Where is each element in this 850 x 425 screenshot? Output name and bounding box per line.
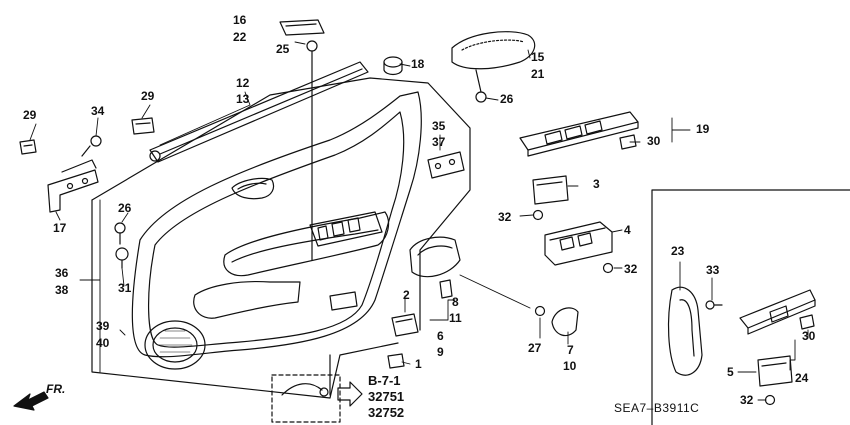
callout-5: 5 — [727, 365, 734, 379]
callout-30-top: 30 — [647, 134, 661, 148]
callout-16: 16 — [233, 13, 247, 27]
callout-6: 6 — [437, 329, 444, 343]
callout-38: 38 — [55, 283, 69, 297]
part-2 — [391, 313, 419, 337]
diagram-code: SEA7–B3911C — [614, 401, 700, 415]
screw-25 — [306, 40, 318, 261]
screw-34 — [81, 135, 102, 157]
switch-3 — [532, 175, 569, 205]
part-1 — [387, 353, 405, 369]
reference-page: B-7-1 — [368, 373, 401, 388]
callout-15: 15 — [531, 50, 545, 64]
reference-part-2: 32752 — [368, 405, 405, 420]
front-direction-label: FR. — [46, 382, 66, 396]
front-direction-arrow — [13, 391, 49, 411]
callout-22: 22 — [233, 30, 247, 44]
bracket — [47, 159, 99, 213]
screw-32-a — [532, 209, 544, 221]
callout-26-top: 26 — [500, 92, 514, 106]
callout-12: 12 — [236, 76, 250, 90]
screw-33 — [705, 300, 723, 310]
callout-17: 17 — [53, 221, 67, 235]
cap-16-22 — [279, 19, 325, 36]
screw-32-b — [602, 262, 614, 274]
reference-part-1: 32751 — [368, 389, 405, 404]
callout-24: 24 — [795, 371, 809, 385]
inset-frame — [651, 189, 850, 425]
callout-27: 27 — [528, 341, 542, 355]
callout-37: 37 — [432, 135, 446, 149]
callout-32-b: 32 — [624, 262, 638, 276]
callout-35: 35 — [432, 119, 446, 133]
switch-panel-24 — [739, 289, 816, 335]
callout-31: 31 — [118, 281, 132, 295]
door-panel-assembly-outline — [91, 77, 471, 399]
callout-40: 40 — [96, 336, 110, 350]
callout-8: 8 — [452, 295, 459, 309]
switch-panel-19 — [519, 111, 639, 157]
harness-box — [271, 354, 341, 423]
screw-32-c — [764, 394, 776, 406]
bracket-35 — [427, 151, 465, 179]
callout-18: 18 — [411, 57, 425, 71]
cap-7 — [551, 307, 579, 337]
callout-29-upper: 29 — [141, 89, 155, 103]
callout-7: 7 — [567, 343, 574, 357]
callout-13: 13 — [236, 92, 250, 106]
inner-handle — [409, 236, 461, 299]
callout-19: 19 — [696, 122, 710, 136]
handle-bezel-23 — [667, 286, 703, 376]
callout-3: 3 — [593, 177, 600, 191]
callout-30-right: 30 — [802, 329, 816, 343]
callout-21: 21 — [531, 67, 545, 81]
callout-32-c: 32 — [740, 393, 754, 407]
clip-31 — [115, 247, 129, 269]
callout-9: 9 — [437, 345, 444, 359]
callout-29-left: 29 — [23, 108, 37, 122]
screw-26-top — [475, 69, 487, 103]
callout-32-a: 32 — [498, 210, 512, 224]
callout-2: 2 — [403, 288, 410, 302]
clip-18 — [383, 56, 403, 76]
door-trim-panel — [131, 91, 422, 370]
callout-10: 10 — [563, 359, 577, 373]
callout-4: 4 — [624, 223, 631, 237]
leader-lines — [29, 41, 809, 401]
armrest-cover — [451, 31, 536, 70]
callout-36: 36 — [55, 266, 69, 280]
callout-34: 34 — [91, 104, 105, 118]
clip-26-left — [114, 222, 126, 245]
reference-arrow — [337, 381, 363, 407]
callout-26-left: 26 — [118, 201, 132, 215]
clip-30-right — [799, 314, 815, 330]
callout-25: 25 — [276, 42, 290, 56]
switch-5 — [757, 355, 793, 387]
callout-23: 23 — [671, 244, 685, 258]
callout-11: 11 — [449, 311, 462, 325]
callout-39: 39 — [96, 319, 110, 333]
clip-29-left — [19, 139, 37, 155]
master-switch-4 — [544, 221, 613, 266]
clip-29-upper — [131, 117, 155, 135]
callout-33: 33 — [706, 263, 720, 277]
callout-1: 1 — [415, 357, 422, 371]
window-sill-molding — [149, 61, 369, 163]
screw-27 — [534, 305, 546, 317]
